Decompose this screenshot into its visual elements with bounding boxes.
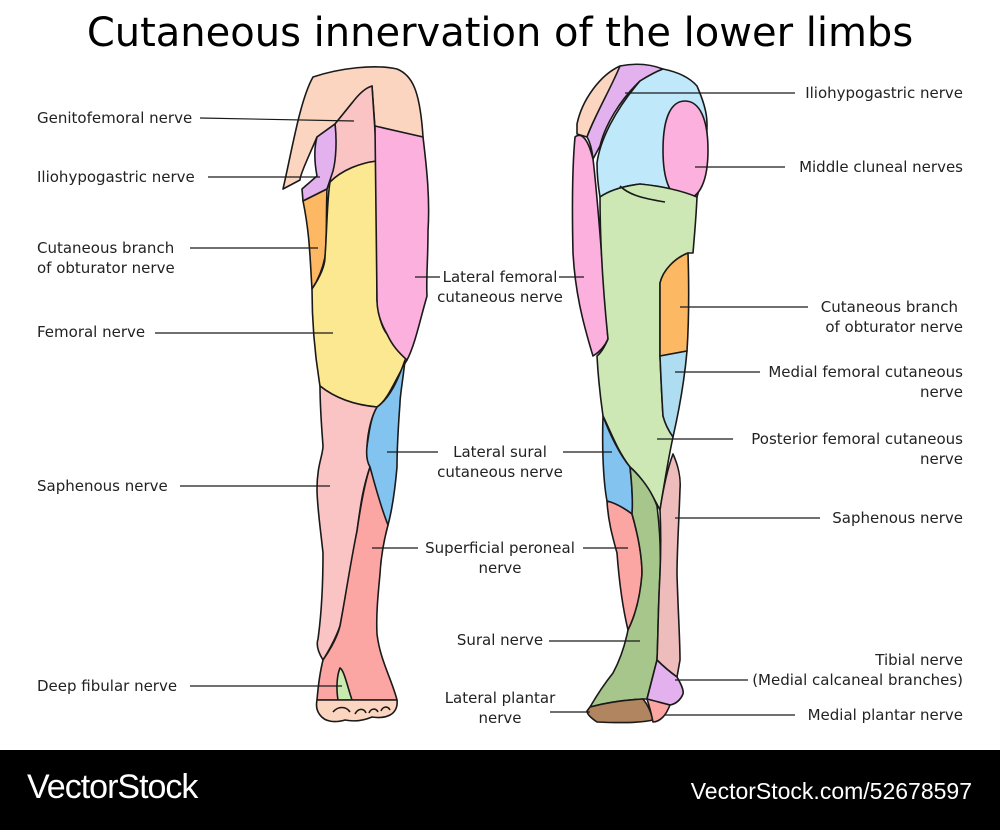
watermark-footer: VectorStock VectorStock.com/52678597 bbox=[0, 750, 1000, 830]
label-lateral-femoral-line1: Lateral femoral bbox=[442, 268, 558, 286]
label-superficial-peroneal-line1: Superficial peroneal bbox=[425, 539, 575, 557]
label-obturator-line1: Cutaneous branch bbox=[37, 239, 175, 257]
stock-id: VectorStock.com/52678597 bbox=[690, 778, 972, 804]
region-middle-cluneal-pink bbox=[662, 100, 709, 200]
vectorstock-logo: VectorStock bbox=[27, 768, 198, 806]
region-saphenous-back-pink bbox=[656, 453, 681, 678]
label-lateral-sural-line2: cutaneous nerve bbox=[437, 463, 563, 481]
anterior-leg bbox=[282, 66, 430, 723]
label-tibial-line1: Tibial nerve bbox=[875, 651, 963, 669]
region-medial-plantar-salmon bbox=[646, 698, 671, 723]
label-medial-femoral-line2: nerve bbox=[919, 383, 963, 401]
toe-lines bbox=[332, 706, 391, 715]
region-deep-fibular-green bbox=[336, 667, 353, 701]
label-femoral: Femoral nerve bbox=[37, 323, 146, 341]
label-middle-cluneal: Middle cluneal nerves bbox=[799, 158, 963, 176]
diagram-title: Cutaneous innervation of the lower limbs bbox=[86, 10, 914, 56]
label-tibial-line2: (Medial calcaneal branches) bbox=[752, 671, 963, 689]
label-genitofemoral: Genitofemoral nerve bbox=[37, 109, 193, 127]
leader-lines bbox=[155, 92, 820, 716]
label-saphenous-right: Saphenous nerve bbox=[832, 509, 963, 527]
label-obturator-right-line2: of obturator nerve bbox=[825, 318, 963, 336]
gluteal-fold bbox=[619, 185, 666, 203]
label-posterior-femoral-line1: Posterior femoral cutaneous bbox=[751, 430, 963, 448]
region-obturator-back-orange bbox=[659, 252, 690, 357]
label-iliohypogastric-right: Iliohypogastric nerve bbox=[805, 84, 963, 102]
region-posterior-femoral-green bbox=[596, 183, 698, 511]
label-lateral-plantar-line2: nerve bbox=[478, 709, 522, 727]
label-obturator-line2: of obturator nerve bbox=[37, 259, 175, 277]
label-lateral-plantar-line1: Lateral plantar bbox=[444, 689, 556, 707]
label-saphenous-left: Saphenous nerve bbox=[37, 477, 168, 495]
label-superficial-peroneal-line2: nerve bbox=[478, 559, 522, 577]
label-deep-fibular: Deep fibular nerve bbox=[37, 677, 178, 695]
legs-illustration bbox=[155, 63, 820, 724]
label-lateral-femoral-line2: cutaneous nerve bbox=[437, 288, 563, 306]
posterior-leg bbox=[571, 63, 709, 724]
label-iliohypogastric: Iliohypogastric nerve bbox=[37, 168, 195, 186]
label-posterior-femoral-line2: nerve bbox=[919, 450, 963, 468]
region-lateral-femoral-back-pink bbox=[571, 134, 609, 357]
label-medial-femoral-line1: Medial femoral cutaneous bbox=[768, 363, 963, 381]
region-lateral-femoral-pink bbox=[374, 125, 430, 361]
label-lateral-sural-line1: Lateral sural bbox=[453, 443, 547, 461]
label-medial-plantar: Medial plantar nerve bbox=[807, 706, 963, 724]
label-sural: Sural nerve bbox=[456, 631, 544, 649]
label-obturator-right-line1: Cutaneous branch bbox=[820, 298, 958, 316]
